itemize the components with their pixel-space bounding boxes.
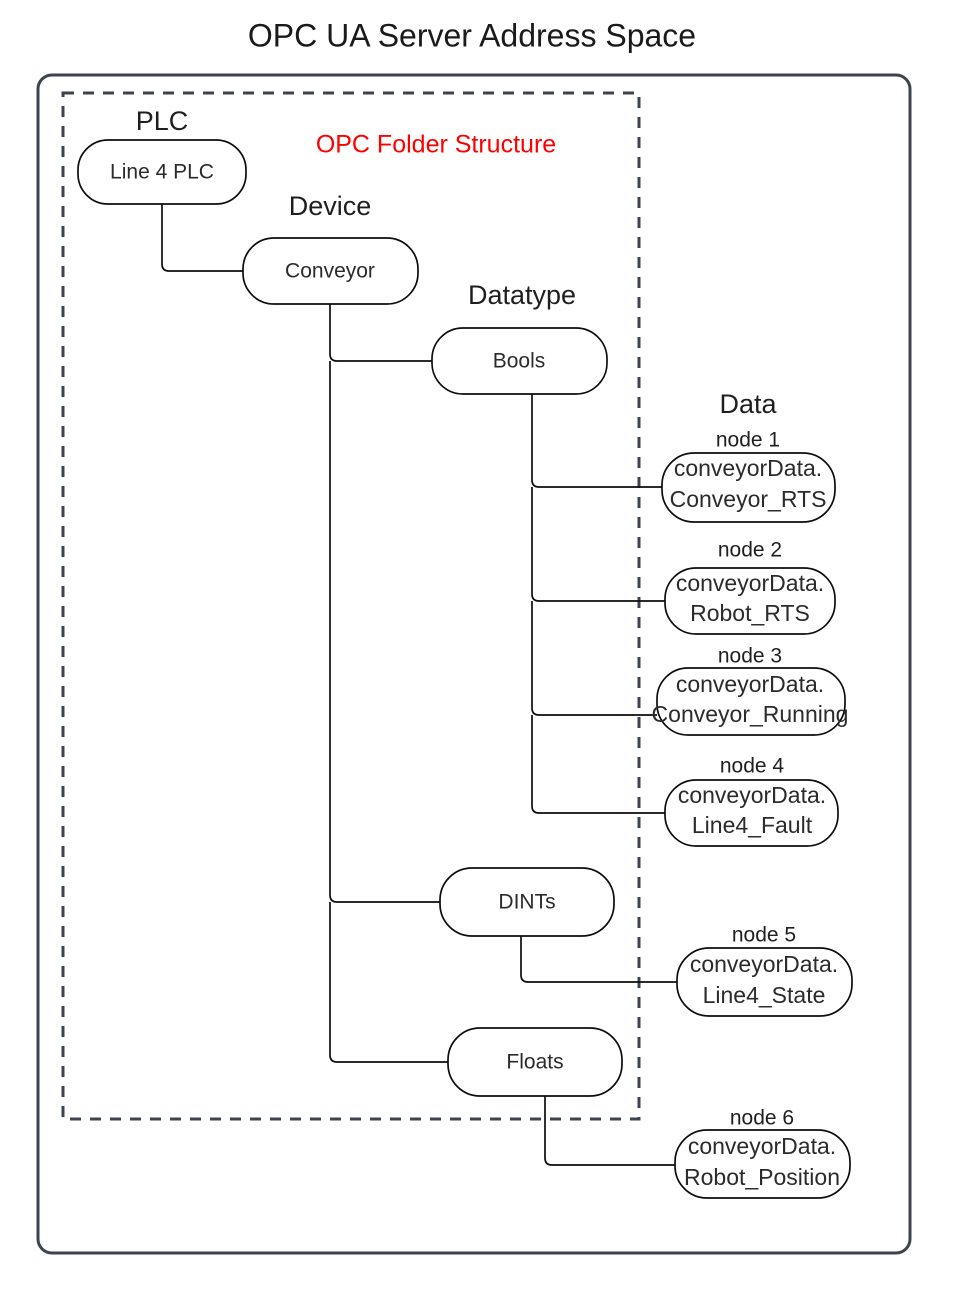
opc-folder-structure-frame xyxy=(61,91,641,1121)
node-bools-label: Bools xyxy=(493,350,546,373)
data-node-1[interactable]: node 1 conveyorData. Conveyor_RTS xyxy=(661,429,836,523)
data-node-3-shape xyxy=(656,667,846,736)
connector-conveyor-to-floats xyxy=(329,902,448,1063)
node-floats-shape xyxy=(447,1027,623,1097)
node-conveyor[interactable]: Conveyor xyxy=(242,237,419,305)
node-floats-label: Floats xyxy=(506,1051,563,1074)
data-node-5-caption: node 5 xyxy=(732,924,796,947)
data-node-2[interactable]: node 2 conveyorData. Robot_RTS xyxy=(664,539,836,635)
data-node-4-caption: node 4 xyxy=(720,755,785,778)
connector-plc-to-conveyor xyxy=(161,204,243,272)
node-floats[interactable]: Floats xyxy=(447,1027,623,1097)
page-title: OPC UA Server Address Space xyxy=(248,17,696,53)
data-node-4-shape xyxy=(664,779,839,847)
data-node-1-line2: Conveyor_RTS xyxy=(670,486,827,512)
data-node-6-caption: node 6 xyxy=(730,1107,794,1130)
data-node-4-line2: Line4_Fault xyxy=(692,812,813,838)
data-node-3-line1: conveyorData. xyxy=(676,671,824,697)
node-line-4-plc-label: Line 4 PLC xyxy=(110,161,214,184)
data-node-2-line1: conveyorData. xyxy=(676,570,824,596)
connector-conveyor-to-dints xyxy=(329,361,440,903)
data-node-5[interactable]: node 5 conveyorData. Line4_State xyxy=(676,924,853,1017)
node-dints-shape xyxy=(439,867,615,937)
data-node-5-line2: Line4_State xyxy=(703,982,826,1008)
group-label-data: Data xyxy=(719,389,777,419)
node-dints[interactable]: DINTs xyxy=(439,867,615,937)
connector-bools-to-node3 xyxy=(531,601,657,716)
data-node-6[interactable]: node 6 conveyorData. Robot_Position xyxy=(674,1107,851,1199)
connector-dints-to-node5 xyxy=(520,936,677,983)
data-node-3-caption: node 3 xyxy=(718,645,782,668)
node-line-4-plc-shape xyxy=(77,139,247,205)
group-label-device: Device xyxy=(289,191,372,221)
connector-floats-to-node6 xyxy=(544,1096,675,1166)
node-line-4-plc[interactable]: Line 4 PLC xyxy=(77,139,247,205)
data-node-6-shape xyxy=(674,1129,851,1199)
group-label-plc: PLC xyxy=(136,106,189,136)
node-conveyor-shape xyxy=(242,237,419,305)
data-node-6-line2: Robot_Position xyxy=(684,1164,840,1190)
node-bools[interactable]: Bools xyxy=(431,327,608,395)
data-node-4[interactable]: node 4 conveyorData. Line4_Fault xyxy=(664,755,839,847)
data-node-6-line1: conveyorData. xyxy=(688,1133,836,1159)
data-node-3[interactable]: node 3 conveyorData. Conveyor_Running xyxy=(652,645,849,736)
data-node-2-line2: Robot_RTS xyxy=(690,600,810,626)
group-label-datatype: Datatype xyxy=(468,280,576,310)
data-node-4-line1: conveyorData. xyxy=(678,782,826,808)
data-node-5-line1: conveyorData. xyxy=(690,951,838,977)
node-conveyor-label: Conveyor xyxy=(285,260,375,283)
opc-folder-structure-label: OPC Folder Structure xyxy=(316,131,556,159)
data-node-1-line1: conveyorData. xyxy=(674,455,822,481)
data-node-2-caption: node 2 xyxy=(718,539,782,562)
node-dints-label: DINTs xyxy=(498,891,555,914)
connector-conveyor-to-bools xyxy=(329,304,432,362)
connector-bools-to-node4 xyxy=(531,715,665,814)
data-node-5-shape xyxy=(676,947,853,1017)
data-node-1-shape xyxy=(661,452,836,523)
data-node-1-caption: node 1 xyxy=(716,429,780,452)
node-bools-shape xyxy=(431,327,608,395)
connector-bools-to-node1 xyxy=(531,394,662,488)
data-node-2-shape xyxy=(664,567,836,635)
data-node-3-line2: Conveyor_Running xyxy=(652,701,849,727)
connector-bools-to-node2 xyxy=(531,487,665,602)
